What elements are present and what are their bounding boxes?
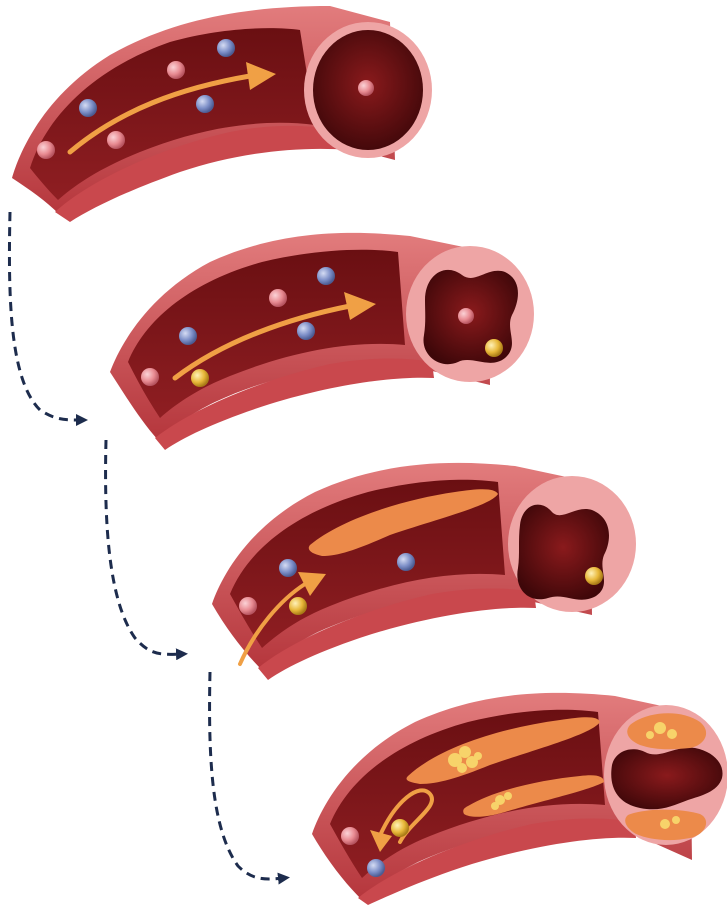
- red-blood-cell: [458, 308, 474, 324]
- dashed-connector-arrow: [210, 672, 284, 879]
- red-blood-cell: [341, 827, 359, 845]
- stage-4-calcified-plaque: [312, 693, 727, 905]
- lipid-particle: [191, 369, 209, 387]
- red-blood-cell: [141, 368, 159, 386]
- white-blood-cell: [367, 859, 385, 877]
- cross-section-narrowed-lumen: [517, 505, 609, 600]
- stage-1-healthy-artery: [12, 6, 432, 222]
- lipid-particle: [391, 819, 409, 837]
- white-blood-cell: [279, 559, 297, 577]
- stage-3-fatty-plaque: [212, 463, 636, 680]
- white-blood-cell: [317, 267, 335, 285]
- red-blood-cell: [107, 131, 125, 149]
- red-blood-cell: [269, 289, 287, 307]
- white-blood-cell: [79, 99, 97, 117]
- white-blood-cell: [179, 327, 197, 345]
- dashed-connector-arrow: [106, 440, 182, 654]
- stage-2-early-narrowing: [110, 233, 534, 450]
- white-blood-cell: [217, 39, 235, 57]
- lipid-particle: [485, 339, 503, 357]
- red-blood-cell: [37, 141, 55, 159]
- lipid-particle: [289, 597, 307, 615]
- lipid-particle: [585, 567, 603, 585]
- red-blood-cell: [358, 80, 374, 96]
- white-blood-cell: [397, 553, 415, 571]
- red-blood-cell: [167, 61, 185, 79]
- dashed-connector-arrow: [9, 212, 82, 420]
- red-blood-cell: [239, 597, 257, 615]
- white-blood-cell: [297, 322, 315, 340]
- white-blood-cell: [196, 95, 214, 113]
